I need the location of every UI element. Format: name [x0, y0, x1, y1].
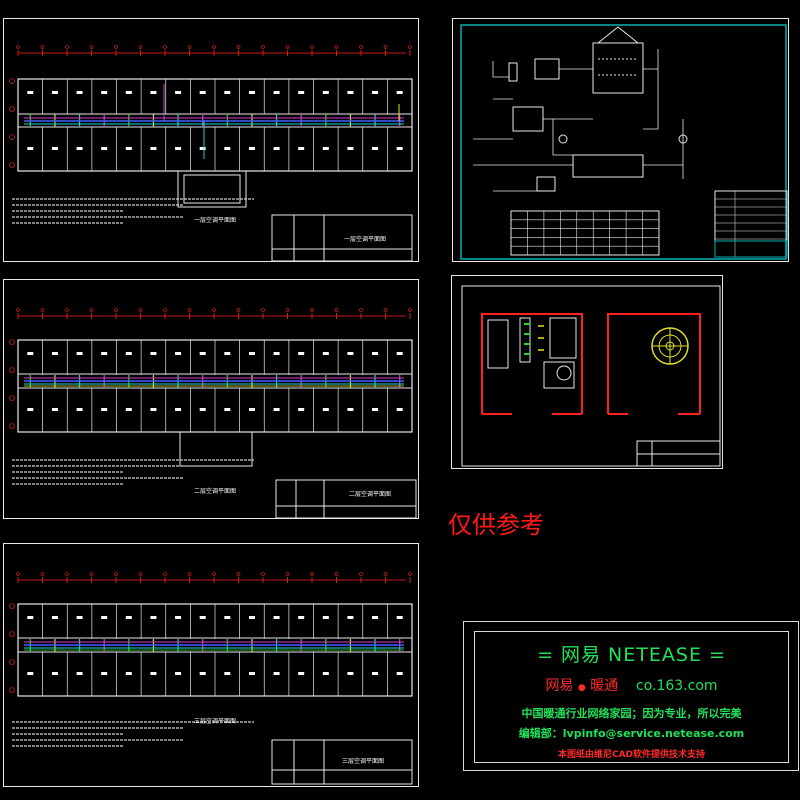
- floor1-plan-caption: 一层空调平面图: [194, 217, 237, 224]
- floor1-plan-drawing: [9, 45, 413, 262]
- floor1-titleblock-name: 一层空调平面图: [344, 236, 387, 243]
- system-schematic-drawing: [460, 24, 788, 260]
- floor3-plan-caption: 三层空调平面图: [194, 718, 237, 725]
- banner-title: = 网易 NETEASE =: [537, 644, 726, 666]
- floor3-plan-sheet: 三层空调平面图 三层空调平面图: [3, 543, 419, 787]
- banner-site-link[interactable]: co.163.com: [636, 678, 718, 694]
- floor3-titleblock-name: 三层空调平面图: [342, 758, 385, 765]
- floor3-plan-drawing: [9, 572, 413, 785]
- banner-slogan: 中国暖通行业网络家园；因为专业，所以完美: [521, 707, 742, 720]
- banner-sub-netease: 网易: [545, 678, 574, 694]
- machine-room-sheet: [451, 275, 723, 469]
- netease-banner-inner: = 网易 NETEASE = 网易 ● 暖通 co.163.com 中国暖通行业…: [474, 631, 789, 763]
- floor2-titleblock-name: 二层空调平面图: [349, 491, 392, 498]
- banner-email[interactable]: 编辑部：lvpinfo@service.netease.com: [518, 727, 745, 740]
- system-schematic-sheet: [452, 18, 789, 262]
- floor2-plan-sheet: 二层空调平面图 二层空调平面图: [3, 279, 419, 519]
- banner-support-note: 本图纸由维尼CAD软件提供技术支持: [557, 750, 706, 760]
- banner-subtitle: 网易 ● 暖通 co.163.com: [475, 675, 788, 695]
- netease-banner: = 网易 NETEASE = 网易 ● 暖通 co.163.com 中国暖通行业…: [463, 621, 799, 771]
- machine-room-drawing: [461, 285, 721, 467]
- floor2-plan-caption: 二层空调平面图: [194, 488, 237, 495]
- banner-sub-dot: ●: [577, 683, 586, 693]
- floor2-plan-drawing: [9, 308, 417, 519]
- reference-only-watermark: 仅供参考: [448, 511, 544, 539]
- floor1-plan-sheet: 一层空调平面图 一层空调平面图: [3, 18, 419, 262]
- banner-sub-hvac: 暖通: [590, 678, 619, 694]
